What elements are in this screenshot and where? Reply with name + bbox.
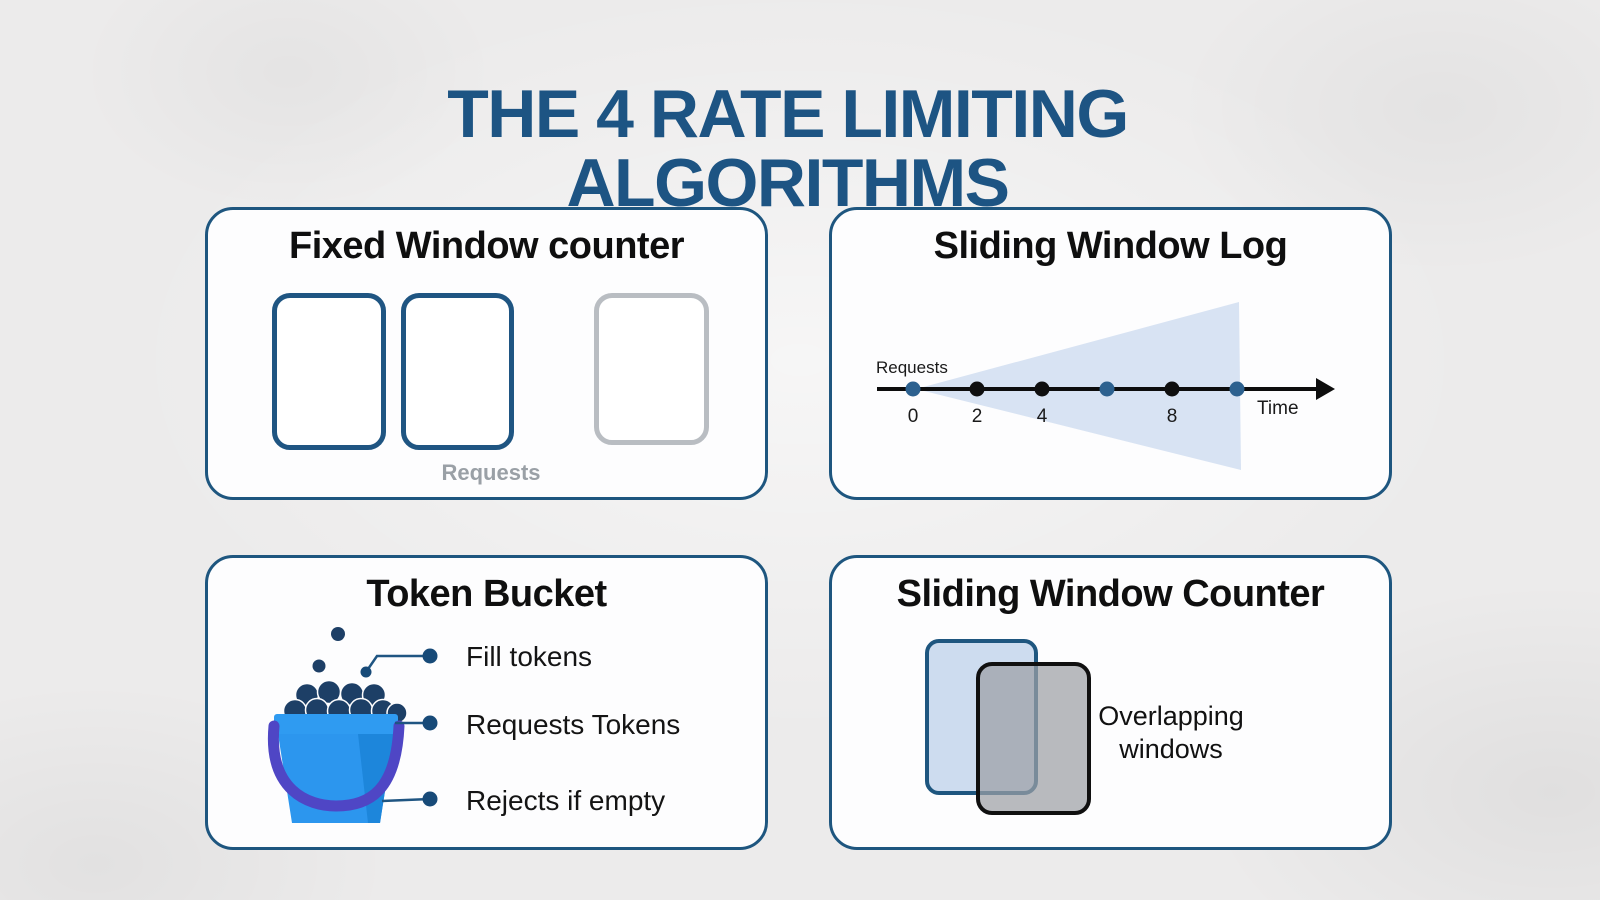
panel-fixed-window-counter: Fixed Window counter Requests: [205, 207, 768, 500]
timeline-dot: [969, 381, 985, 397]
window-rect-3: [594, 293, 709, 445]
page-title-line1: THE 4 RATE LIMITING: [447, 75, 1129, 152]
callout-joint-dot: [360, 666, 372, 678]
caption-line2: windows: [1119, 734, 1223, 764]
sliding-window-counter-title: Sliding Window Counter: [896, 573, 1325, 615]
bucket-illustration-svg: [267, 627, 438, 823]
panel-token-bucket: Token Bucket: [205, 555, 768, 850]
falling-token-dot: [331, 627, 345, 641]
timeline-dot: [905, 381, 921, 397]
window-rect-1: [272, 293, 386, 450]
timeline-svg: 0 2 4 8 Requests Time: [876, 302, 1335, 470]
fixed-window-title: Fixed Window counter: [289, 225, 685, 267]
time-axis-label: Time: [1257, 398, 1299, 419]
falling-token-dot: [312, 659, 326, 673]
sliding-window-wedge: [916, 302, 1241, 470]
panel-sliding-window-counter: Sliding Window Counter Overlapping windo…: [829, 555, 1392, 850]
timeline-dot: [1229, 381, 1245, 397]
tick-label: 2: [972, 406, 983, 427]
timeline-dot: [1099, 381, 1115, 397]
tick-label: 0: [908, 406, 919, 427]
token-bucket-item-label: Requests Tokens: [466, 709, 681, 740]
panel-sliding-window-log: Sliding Window Log 0 2 4 8 Requests Time: [829, 207, 1392, 500]
window-rect-2: [401, 293, 514, 450]
page-title: THE 4 RATE LIMITING ALGORITHMS: [0, 79, 1575, 221]
overlapping-windows-caption: Overlapping windows: [1071, 700, 1271, 766]
callout-dot: [422, 648, 438, 664]
callout-line-fill: [364, 654, 430, 673]
tick-label: 8: [1167, 406, 1178, 427]
timeline-dot: [1164, 381, 1180, 397]
token-bucket-item-label: Rejects if empty: [466, 785, 666, 816]
window-gray-rect: [976, 662, 1091, 815]
requests-caption: Requests: [441, 460, 541, 485]
caption-line1: Overlapping: [1098, 701, 1244, 731]
requests-axis-label: Requests: [876, 358, 948, 377]
tick-label: 4: [1037, 406, 1048, 427]
page-title-line2: ALGORITHMS: [566, 144, 1010, 221]
callout-dot: [422, 715, 438, 731]
token-bucket-title: Token Bucket: [366, 573, 607, 615]
callout-line-rejects: [381, 797, 431, 803]
timeline-dot: [1034, 381, 1050, 397]
sliding-window-log-title: Sliding Window Log: [933, 225, 1288, 267]
token-heap: [282, 679, 408, 724]
bucket-rim: [274, 714, 398, 734]
callout-dot: [422, 791, 438, 807]
token-bucket-item-label: Fill tokens: [466, 641, 593, 672]
axis-arrow-icon: [1316, 378, 1335, 400]
bucket-handle: [267, 720, 405, 812]
